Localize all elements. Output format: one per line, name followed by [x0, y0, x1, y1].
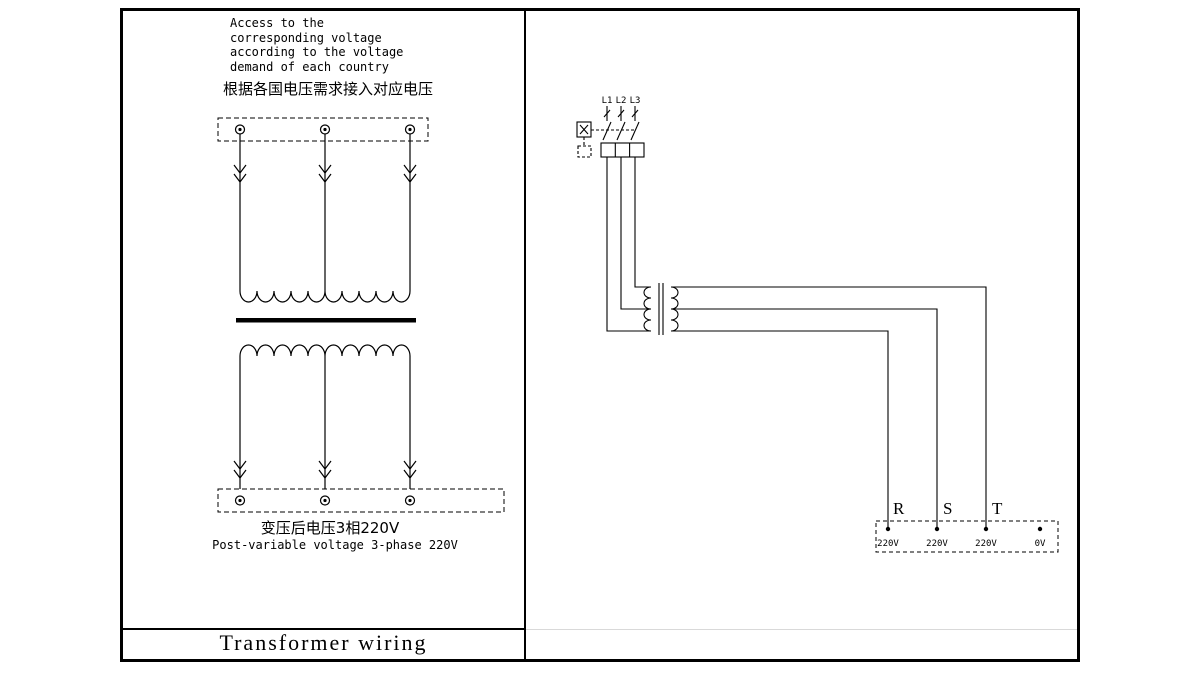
right-wiring-diagram: L1 L2 L3	[576, 96, 1059, 553]
phase-label-l2: L2	[616, 96, 627, 106]
terminal-dot	[408, 127, 412, 132]
secondary-output-wires	[671, 286, 987, 528]
primary-feed-wires	[606, 157, 651, 332]
note-line-1: Access to the	[230, 16, 324, 30]
terminal-dot	[238, 127, 242, 132]
breaker-block	[600, 142, 645, 158]
terminal-dot	[238, 498, 242, 503]
transformer-core	[236, 318, 416, 323]
output-phase-label-t: T	[992, 499, 1003, 518]
terminal-ring	[319, 495, 331, 506]
secondary-winding	[239, 344, 411, 357]
voltage-note-zh: 根据各国电压需求接入对应电压	[223, 80, 434, 98]
terminal-dot	[934, 526, 940, 532]
circuit-breaker	[576, 121, 645, 158]
output-terminal-strip	[875, 520, 1059, 553]
breaker-blade	[616, 121, 626, 141]
terminal-ring	[234, 495, 246, 506]
terminal-label-3: 220V	[975, 539, 997, 549]
note-line-3: according to the voltage	[230, 45, 404, 59]
input-arrow-icons	[233, 164, 417, 183]
voltage-note-en: Access to the corresponding voltage acco…	[230, 16, 450, 74]
title-block-border	[121, 628, 525, 630]
input-terminals	[234, 124, 416, 135]
left-transformer-diagram	[217, 117, 505, 513]
output-wires	[239, 356, 411, 489]
output-phase-label-s: S	[943, 499, 952, 518]
primary-coil	[643, 286, 652, 332]
breaker-blade	[630, 121, 640, 141]
drawing-frame	[120, 8, 1080, 662]
terminal-dot	[983, 526, 989, 532]
terminal-dot	[323, 127, 327, 132]
strip-terminal-dots	[885, 526, 1043, 532]
input-wires	[239, 134, 411, 291]
note-line-2: corresponding voltage	[230, 30, 382, 45]
output-terminal-box	[217, 488, 505, 513]
terminal-dot	[1037, 526, 1043, 532]
terminal-dot	[885, 526, 891, 532]
right-transformer	[643, 283, 679, 335]
primary-winding	[239, 290, 411, 303]
output-caption-en: Post-variable voltage 3-phase 220V	[212, 538, 458, 552]
terminal-dot	[323, 498, 327, 503]
output-caption-zh: 变压后电压3相220V	[260, 519, 400, 537]
terminal-ring	[404, 495, 416, 506]
output-phase-label-r: R	[893, 499, 905, 518]
auxiliary-block	[577, 145, 592, 158]
panel-divider	[524, 11, 526, 659]
title-block: Transformer wiring	[123, 630, 524, 656]
terminal-label-0v: 0V	[1035, 539, 1046, 549]
terminal-label-1: 220V	[877, 539, 899, 549]
incoming-stubs	[603, 106, 639, 121]
note-line-4: demand of each country	[230, 59, 389, 74]
output-terminals	[234, 495, 416, 506]
input-terminal-box	[217, 117, 429, 142]
phase-label-l1: L1	[602, 96, 613, 106]
terminal-dot	[408, 498, 412, 503]
phase-label-l3: L3	[630, 96, 641, 106]
output-arrow-icons	[233, 460, 417, 479]
drawing-title: Transformer wiring	[219, 630, 428, 655]
breaker-blade	[602, 121, 612, 141]
bottom-separator-right	[526, 629, 1077, 630]
terminal-label-2: 220V	[926, 539, 948, 549]
actuator-x-icon	[579, 124, 589, 135]
